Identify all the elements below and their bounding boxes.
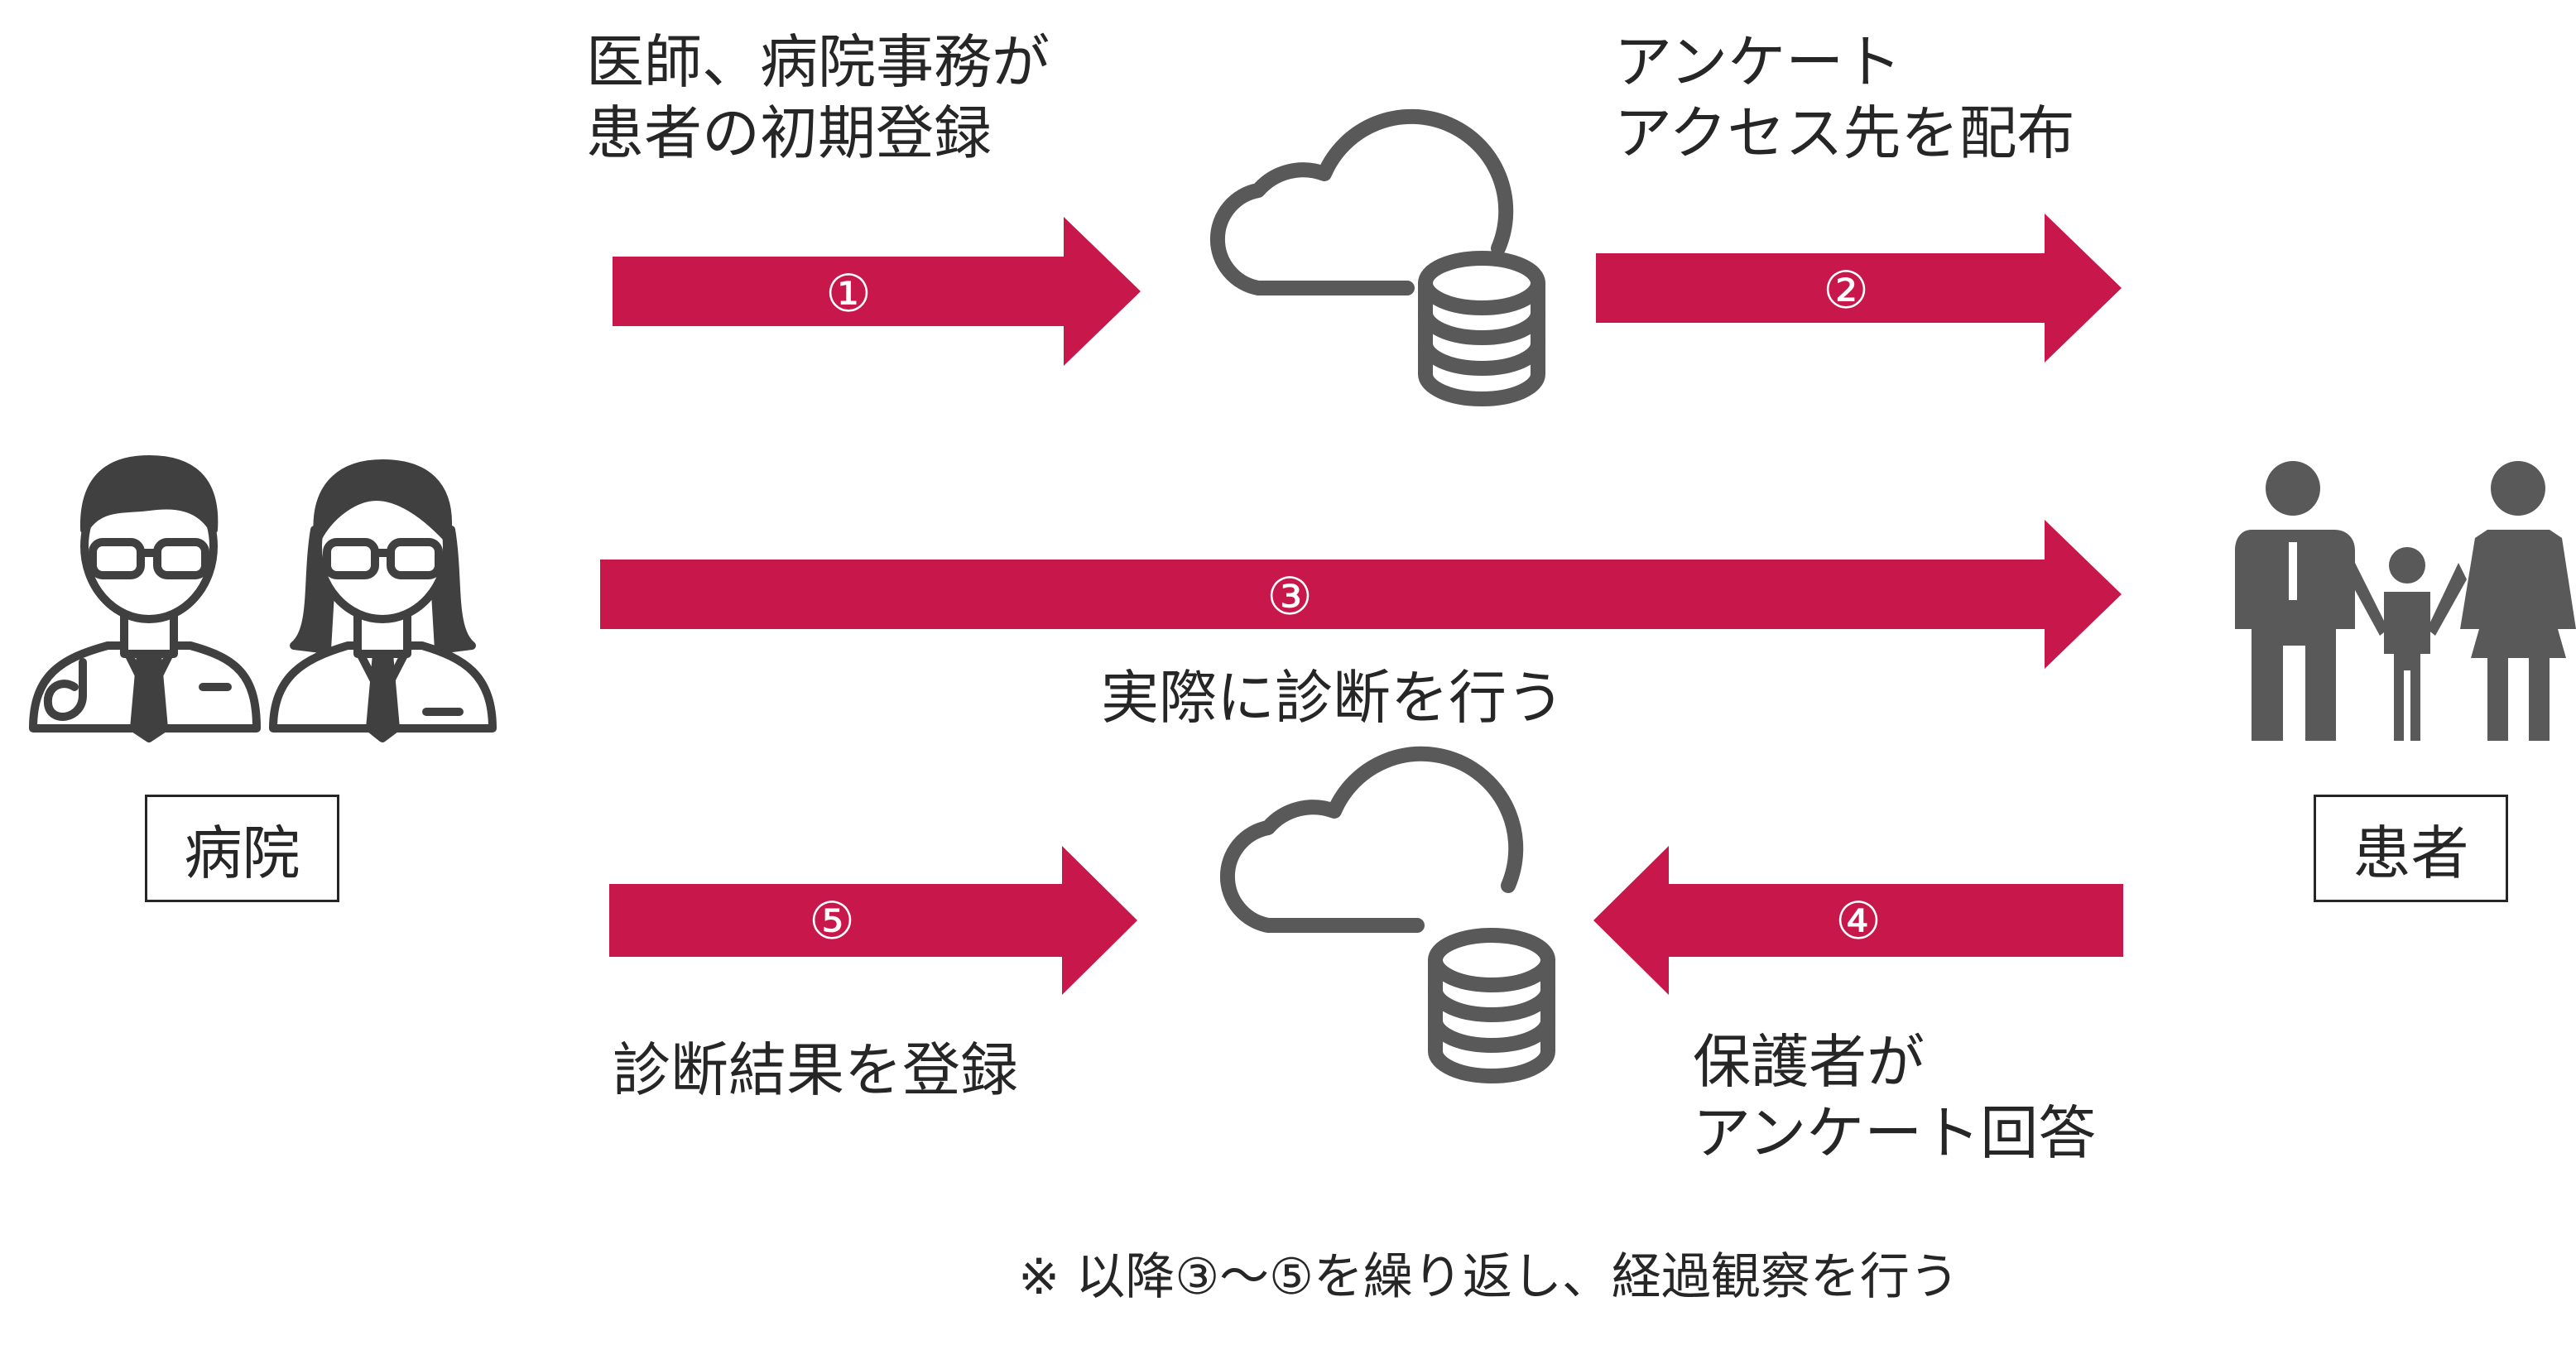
step3-caption-line1: 実際に診断を行う (1101, 664, 1564, 732)
step2-number: ② (1823, 260, 1869, 320)
step5-caption: 診断結果を登録 (613, 1035, 1018, 1106)
family-icon (2235, 461, 2576, 741)
patient-label-box: 患者 (2314, 795, 2508, 902)
step1-arrow: ① (613, 217, 1141, 366)
hospital-label: 病院 (184, 819, 300, 887)
step4-caption-line2: アンケート回答 (1693, 1099, 2097, 1167)
step1-number: ① (825, 263, 872, 324)
step1-caption: 医師、病院事務が 患者の初期登録 (586, 26, 1050, 169)
doctor-male-icon (29, 455, 261, 742)
step4-number: ④ (1835, 891, 1882, 951)
doctor-female-icon (269, 459, 497, 742)
step5-arrow: ⑤ (609, 846, 1137, 995)
step3-caption: 実際に診断を行う (1101, 662, 1564, 733)
step5-caption-line1: 診断結果を登録 (613, 1036, 1018, 1104)
step4-caption: 保護者が アンケート回答 (1693, 1026, 2096, 1169)
step2-caption-line1: アンケート (1614, 28, 1902, 96)
patient-label: 患者 (2353, 819, 2469, 887)
cloud-database-icon (1209, 108, 1545, 406)
step3-number: ③ (1266, 566, 1313, 627)
step2-caption-line2: アクセス先を配布 (1614, 99, 2075, 167)
step2-arrow: ② (1596, 214, 2122, 363)
step5-number: ⑤ (809, 891, 855, 951)
hospital-label-box: 病院 (145, 795, 339, 902)
step1-caption-line2: 患者の初期登録 (586, 99, 992, 167)
step2-caption: アンケート アクセス先を配布 (1614, 26, 2075, 169)
repeat-note: ※ 以降③～⑤を繰り返し、経過観察を行う (1018, 1248, 1959, 1306)
step3-arrow: ③ (600, 520, 2122, 669)
step4-arrow: ④ (1593, 846, 2123, 995)
cloud-database-icon (1219, 746, 1555, 1083)
step4-caption-line1: 保護者が (1693, 1028, 1925, 1096)
step1-caption-line1: 医師、病院事務が (586, 28, 1050, 96)
